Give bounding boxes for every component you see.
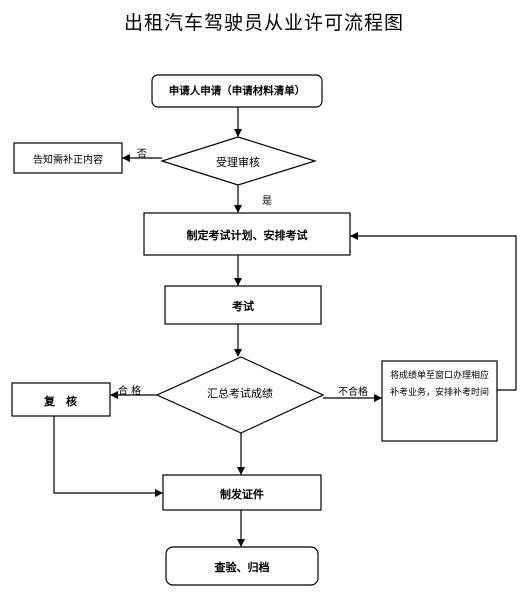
archive-node <box>165 546 319 586</box>
recheck-node <box>11 382 111 417</box>
apply-label: 申请人申请（申请材料清单） <box>168 85 306 97</box>
notify-label: 告知需补正内容 <box>33 155 103 166</box>
plan-node <box>143 212 351 256</box>
retest-note-node <box>381 360 498 442</box>
issue-node <box>162 474 322 511</box>
edge-label-no: 否 <box>137 149 147 160</box>
exam-node <box>164 285 322 325</box>
retest-note-label: 将成绩单至窗口办理相应补考业务，安排补考时间 <box>390 371 490 398</box>
archive-label: 查验、归档 <box>214 561 270 574</box>
review-label: 受理审核 <box>216 156 260 169</box>
edge-recheck-issue <box>53 416 163 497</box>
edge-label-fail: 不合格 <box>338 387 368 398</box>
apply-node <box>151 74 323 108</box>
issue-label: 制发证件 <box>220 488 264 501</box>
plan-label: 制定考试计划、安排考试 <box>186 229 308 242</box>
exam-label: 考试 <box>232 300 254 313</box>
page-title: 出租汽车驾驶员从业许可流程图 <box>123 12 404 34</box>
recheck-label: 复 核 <box>44 395 77 408</box>
edge-label-pass: 合 格 <box>118 386 142 397</box>
edge-label-yes: 是 <box>262 196 272 207</box>
edge-retest-plan <box>350 232 517 391</box>
summary-label: 汇总考试成绩 <box>207 387 273 400</box>
